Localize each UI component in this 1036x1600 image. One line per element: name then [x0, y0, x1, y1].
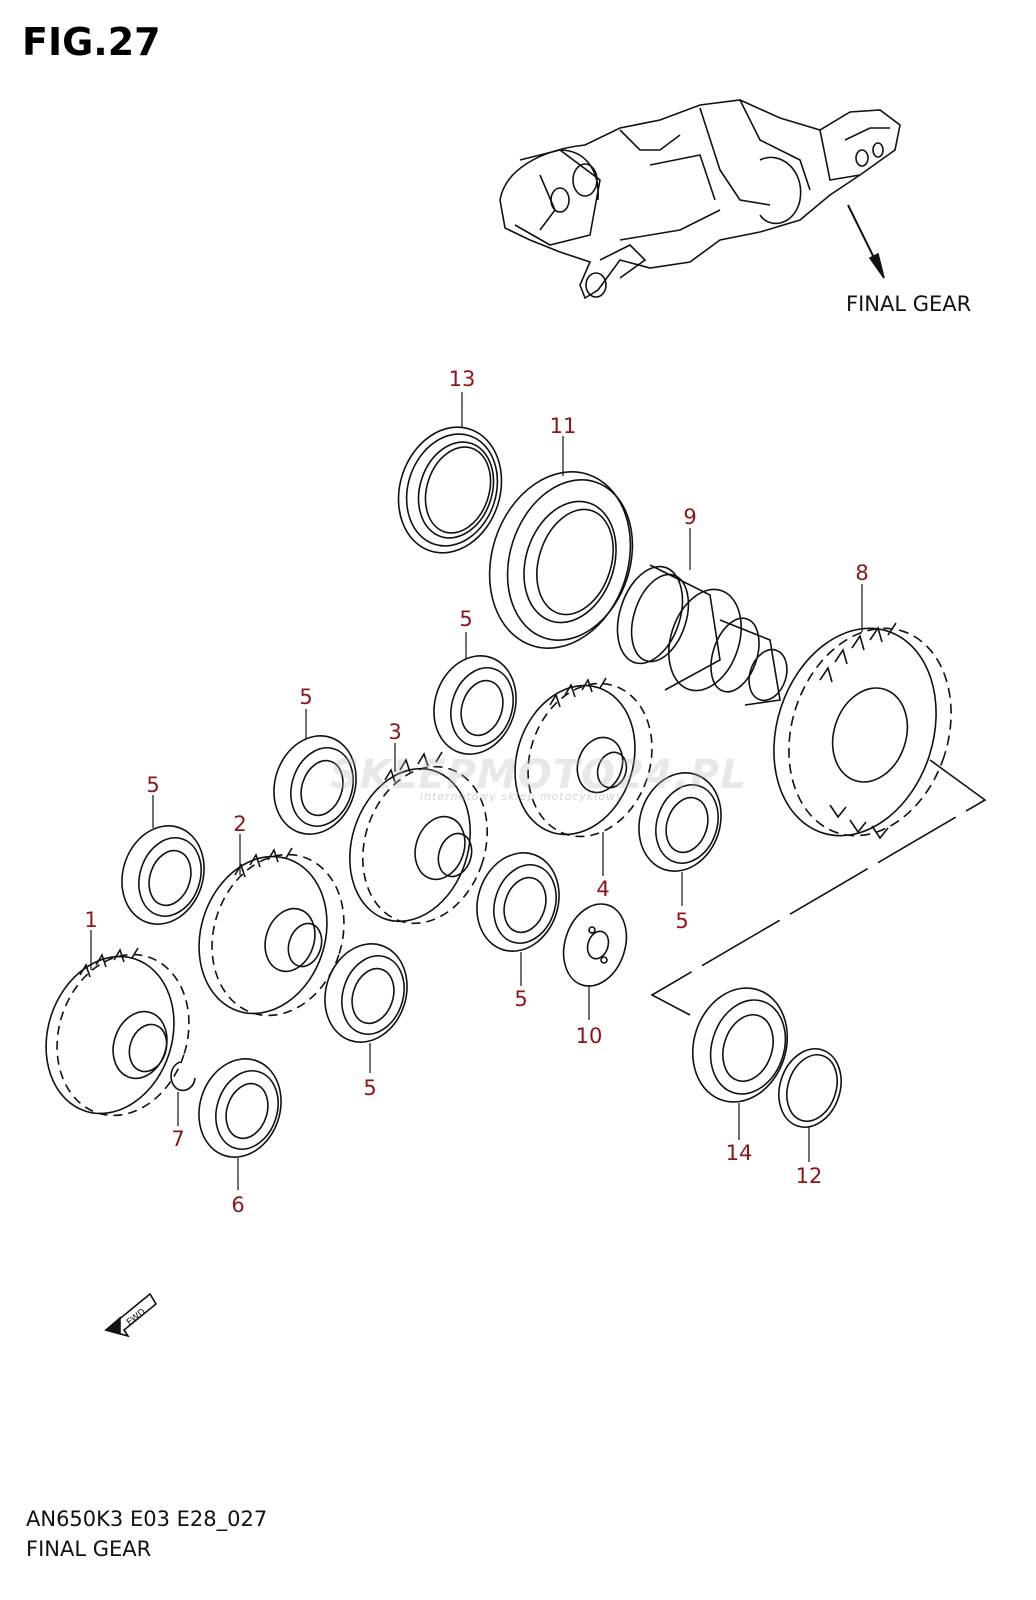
- part-5-bearing-a: [433, 655, 517, 755]
- callout-5[interactable]: 5: [514, 987, 528, 1011]
- callout-2[interactable]: 2: [233, 812, 247, 836]
- callout-6[interactable]: 6: [231, 1193, 245, 1217]
- part-8-final-driven-gear: [650, 622, 987, 1016]
- part-1-gear: [45, 947, 190, 1117]
- callout-3[interactable]: 3: [388, 720, 402, 744]
- part-13-oil-seal: [397, 426, 503, 554]
- leader-lines: [90, 392, 863, 1190]
- watermark: SKLEPMOTO24.PL: [330, 752, 747, 798]
- callout-9[interactable]: 9: [683, 505, 697, 529]
- callout-5[interactable]: 5: [299, 685, 313, 709]
- fwd-arrow-icon: [104, 1292, 158, 1338]
- callout-5[interactable]: 5: [675, 909, 689, 933]
- part-4-gear: [514, 677, 653, 838]
- callout-5[interactable]: 5: [459, 607, 473, 631]
- part-2-gear: [198, 847, 345, 1017]
- figure-title: FIG.27: [22, 20, 161, 64]
- part-14-bearing: [691, 987, 789, 1103]
- callout-1[interactable]: 1: [84, 908, 98, 932]
- part-5-bearing-e: [476, 852, 560, 952]
- part-9-output-shaft: [616, 564, 788, 706]
- part-6-bearing: [198, 1058, 282, 1158]
- callout-14[interactable]: 14: [725, 1141, 753, 1165]
- part-12-oil-seal: [778, 1048, 842, 1128]
- callout-13[interactable]: 13: [448, 367, 476, 391]
- part-5-bearing-b: [273, 735, 357, 835]
- callout-7[interactable]: 7: [171, 1127, 185, 1151]
- part-11-bearing: [488, 471, 634, 649]
- part-3-gear: [349, 751, 488, 925]
- part-7-circlip: [170, 1061, 196, 1092]
- part-5-bearing-f: [324, 943, 408, 1043]
- callout-11[interactable]: 11: [549, 414, 577, 438]
- callout-5[interactable]: 5: [146, 773, 160, 797]
- part-10-washer: [562, 903, 628, 987]
- callout-5[interactable]: 5: [363, 1076, 377, 1100]
- callout-8[interactable]: 8: [855, 561, 869, 585]
- assembly-label: FINAL GEAR: [846, 292, 972, 316]
- model-code: AN650K3 E03 E28_027: [26, 1507, 268, 1531]
- callout-4[interactable]: 4: [596, 877, 610, 901]
- part-5-bearing-d: [638, 772, 722, 872]
- callout-10[interactable]: 10: [575, 1024, 603, 1048]
- callout-12[interactable]: 12: [795, 1164, 823, 1188]
- transmission-assembly-illustration: [499, 99, 901, 300]
- watermark-subtitle: internetowy sklep motocyklowy: [420, 790, 624, 803]
- part-5-bearing-c: [121, 825, 205, 925]
- section-name: FINAL GEAR: [26, 1537, 152, 1561]
